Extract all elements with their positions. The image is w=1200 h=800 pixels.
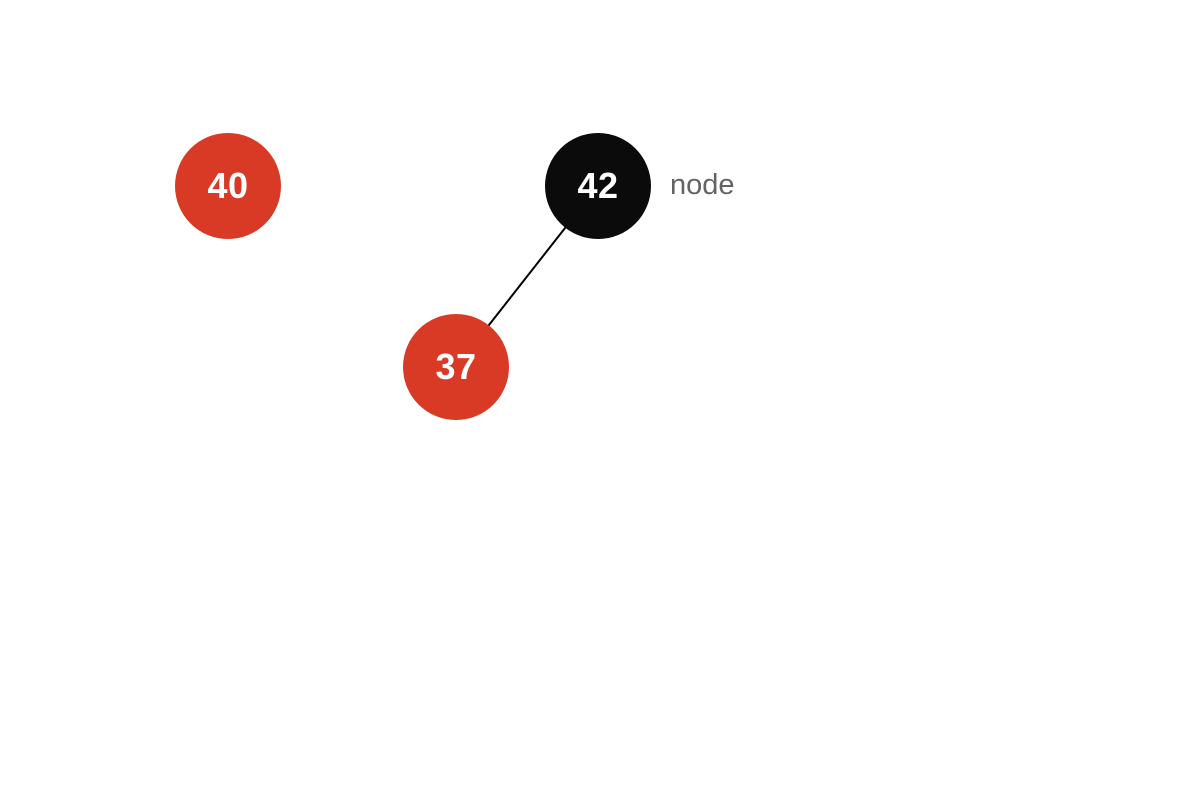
tree-node-42[interactable]: 42 bbox=[545, 133, 651, 239]
node-value: 40 bbox=[207, 165, 249, 206]
node-value: 42 bbox=[577, 165, 619, 206]
tree-node-40[interactable]: 40 bbox=[175, 133, 281, 239]
node-annotation-label: node bbox=[670, 168, 735, 201]
node-value: 37 bbox=[435, 346, 477, 387]
tree-node-37[interactable]: 37 bbox=[403, 314, 509, 420]
